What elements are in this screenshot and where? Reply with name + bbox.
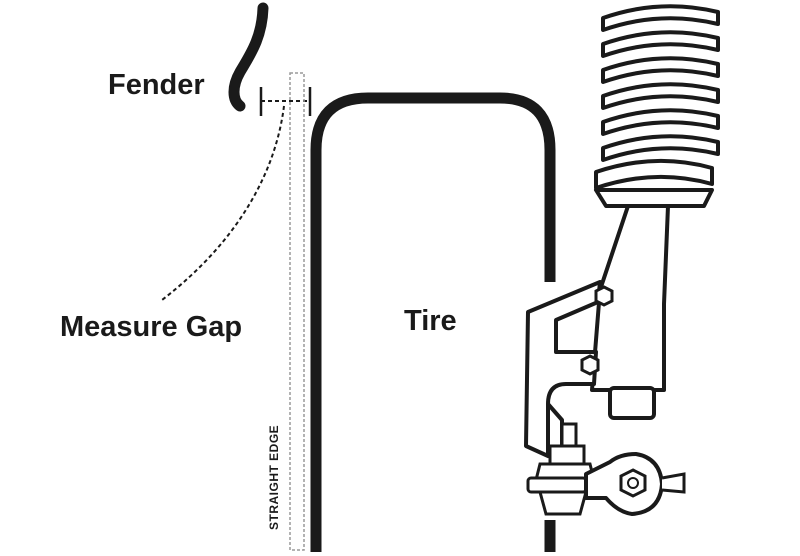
tire-label: Tire [404, 305, 457, 337]
strut-bottom-tube [608, 386, 656, 420]
coil-spring [594, 4, 720, 190]
fender-lip [228, 2, 269, 112]
tie-rod-stub [661, 472, 686, 494]
straight-edge-label: STRAIGHT EDGE [267, 425, 281, 530]
knuckle-bracket [524, 280, 602, 458]
gap-measurement-bracket [259, 87, 312, 116]
bracket-bolt-lower [580, 354, 600, 376]
straight-edge [289, 72, 305, 551]
bracket-bolt-upper [594, 285, 614, 307]
spring-seat [594, 188, 714, 208]
measure-gap-label: Measure Gap [60, 311, 242, 343]
ball-joint [526, 422, 596, 516]
control-arm-nut [619, 468, 647, 498]
measure-gap-leader [161, 105, 285, 301]
fender-label: Fender [108, 69, 205, 101]
tire-outline [310, 92, 556, 552]
